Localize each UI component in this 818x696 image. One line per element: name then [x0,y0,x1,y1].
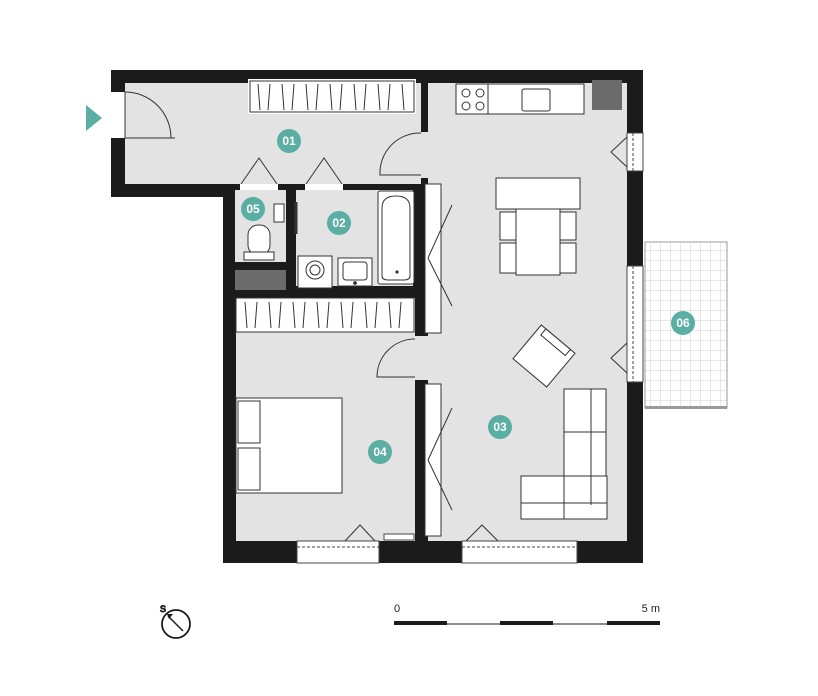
room-badge-06: 06 [671,311,695,335]
entrance-door [111,91,175,139]
window-swings [344,136,628,542]
triangle-entrance-icon [86,105,102,131]
room-label-06: 06 [676,316,690,330]
room-label-05: 05 [246,202,260,216]
room-badge-04: 04 [368,440,392,464]
room-label-04: 04 [373,445,387,459]
kitchen [455,83,585,115]
scale-bar: 0 5 m [394,603,660,625]
windows [296,132,644,564]
toilet [243,203,285,261]
hall-wardrobe [249,80,415,113]
room-label-02: 02 [332,216,346,230]
armchair [512,324,576,388]
room-label-03: 03 [493,420,507,434]
scale-start-label: 0 [394,603,400,615]
interior-doors [240,132,428,380]
bedroom-wardrobe [235,297,415,333]
room-badge-01: 01 [277,129,301,153]
double-bed [235,397,343,494]
room-badge-03: 03 [488,415,512,439]
bathtub [377,190,415,285]
bathroom-fixtures [294,202,373,289]
room-badge-02: 02 [327,211,351,235]
scale-end-label: 5 m [642,603,660,615]
room-label-01: 01 [282,134,296,148]
corner-sofa [520,388,608,520]
compass-icon: S [160,604,191,639]
room-badge-05: 05 [241,197,265,221]
sliding-partitions [424,183,453,537]
dining-set [495,177,581,276]
compass-label: S [160,604,166,614]
